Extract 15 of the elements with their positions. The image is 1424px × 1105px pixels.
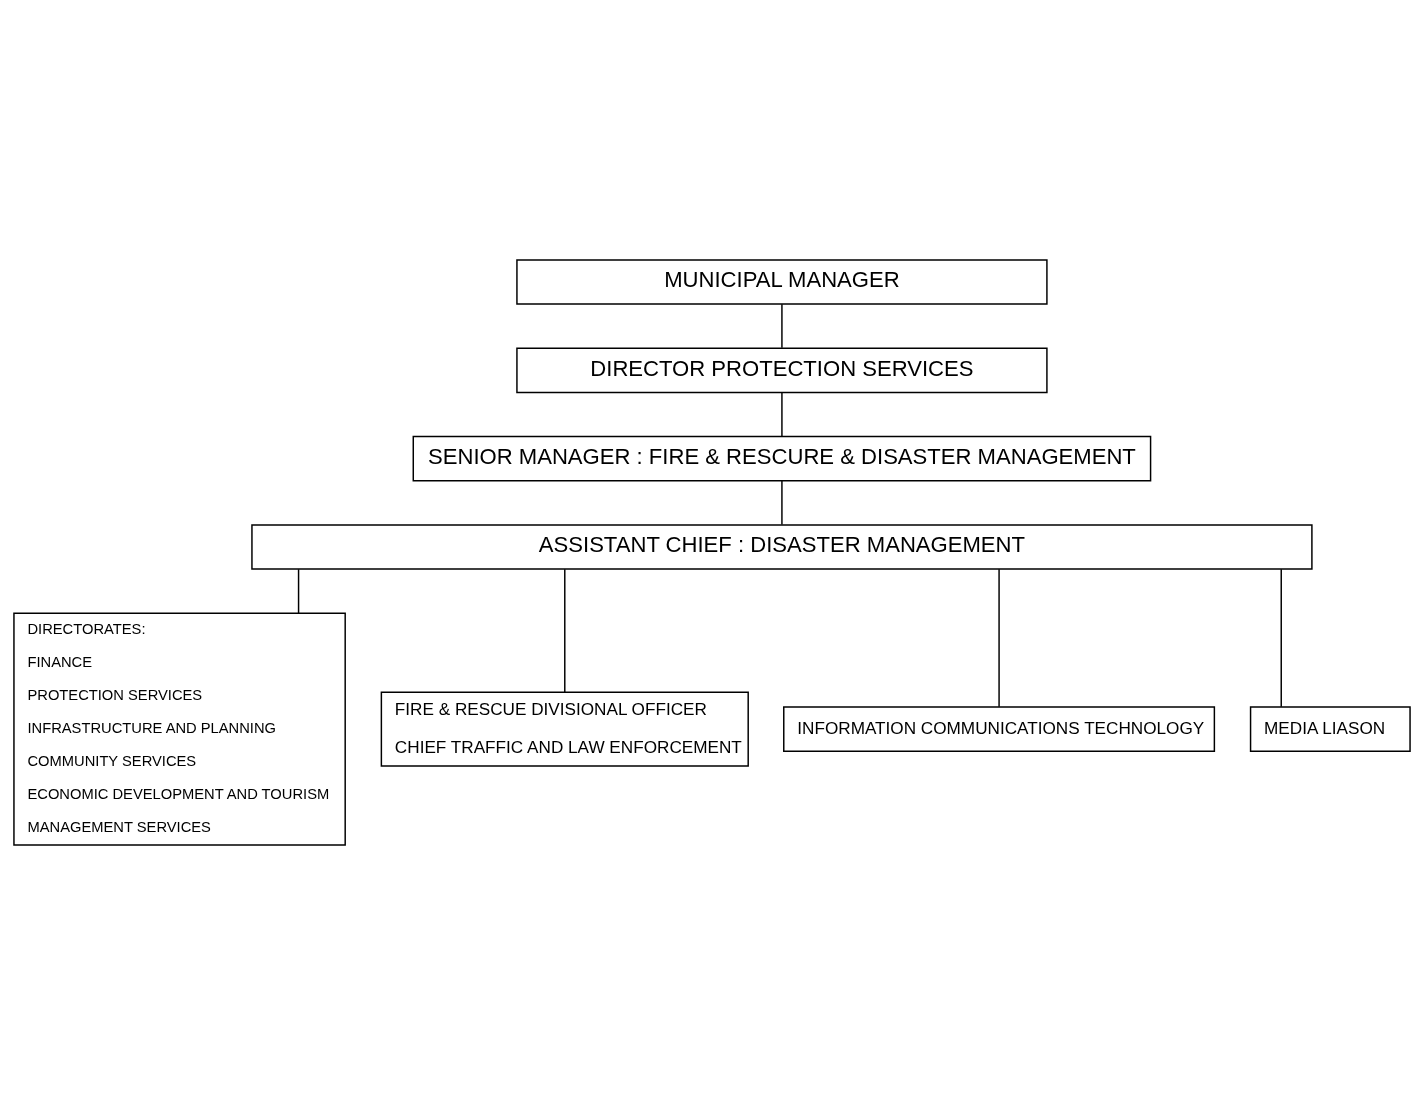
connector <box>781 303 783 349</box>
node-box: SENIOR MANAGER : FIRE & RESCURE & DISASTER MANAGEMENT <box>412 435 1152 482</box>
connector <box>781 391 783 437</box>
connector <box>564 568 566 693</box>
connector <box>297 568 300 614</box>
node-box: MEDIA LIASON <box>1249 706 1411 752</box>
node-box: FIRE & RESCUE DIVISIONAL OFFICER CHIEF TRAFFIC AND LAW ENFORCEMENT <box>380 691 749 767</box>
node-box: DIRECTOR PROTECTION SERVICES <box>516 347 1048 394</box>
node-box: MUNICIPAL MANAGER <box>516 259 1048 305</box>
node-box: DIRECTORATES: FINANCE PROTECTION SERVICES INFRASTRUCTURE AND PLANNING COMMUNITY SERVICES ECONOMIC DEVELOPMENT AND TOURISM MANAGEMENT SERVICES <box>13 612 346 846</box>
connector <box>998 568 1000 708</box>
node-box: ASSISTANT CHIEF : DISASTER MANAGEMENT <box>251 524 1313 570</box>
node-box: INFORMATION COMMUNICATIONS TECHNOLOGY <box>783 706 1216 752</box>
connector <box>1280 568 1282 708</box>
connector <box>781 480 783 526</box>
